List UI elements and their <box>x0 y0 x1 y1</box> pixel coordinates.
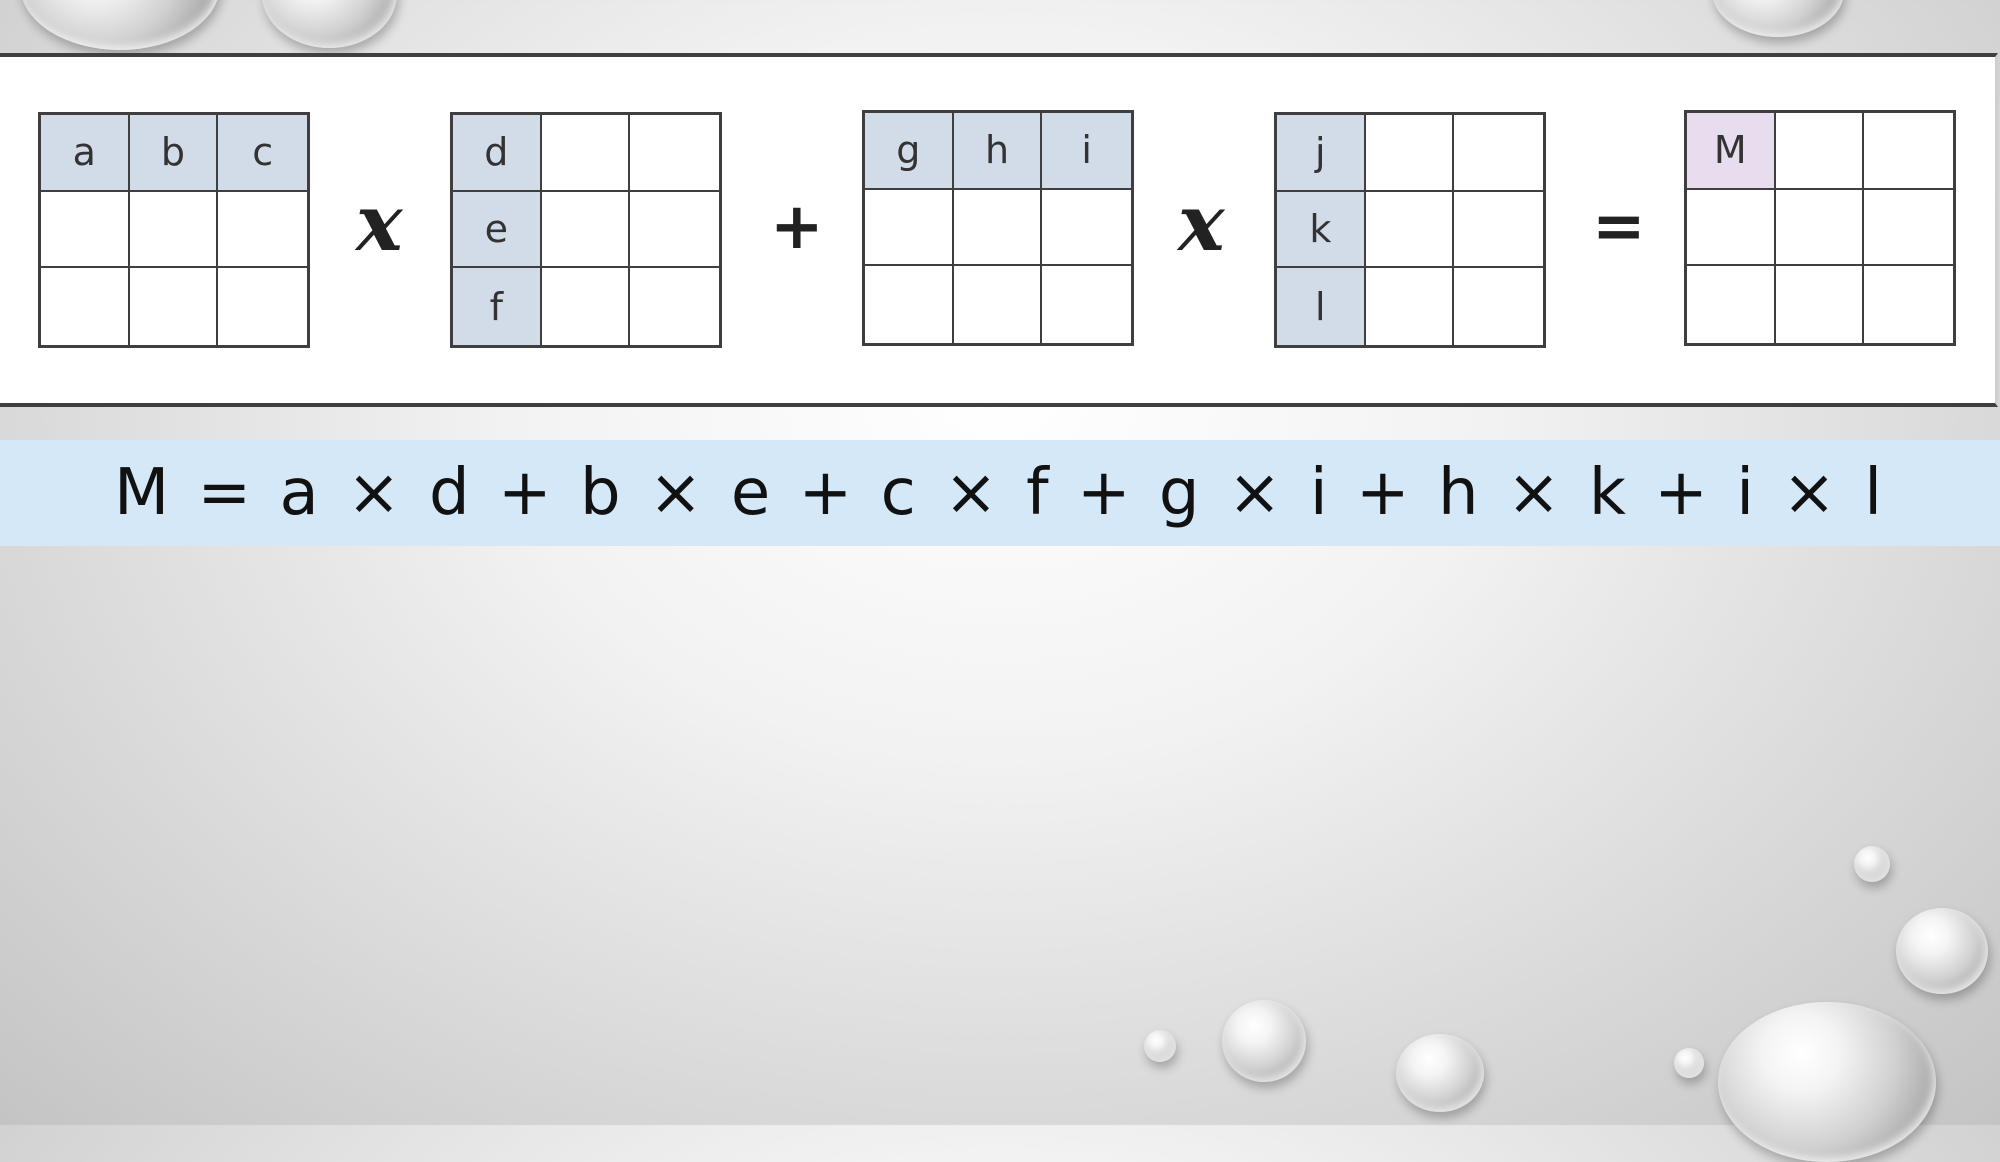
matrix-cell <box>1365 191 1455 269</box>
matrix-cell <box>1776 266 1865 343</box>
matrix-cell <box>41 191 130 269</box>
water-drop <box>1674 1048 1704 1078</box>
matrix-cell <box>1365 115 1455 192</box>
matrix-cell <box>1864 266 1953 343</box>
matrix-cell <box>1864 190 1953 267</box>
matrix-d: j k l <box>1274 112 1546 348</box>
water-drop <box>1896 908 1988 994</box>
matrix-cell <box>630 192 719 269</box>
matrix-cell <box>1042 190 1131 267</box>
matrix-cell <box>218 192 307 269</box>
matrix-cell <box>1454 115 1543 192</box>
matrix-cell <box>1454 192 1543 269</box>
matrix-b: d e f <box>450 112 722 348</box>
formula-band: M = a × d + b × e + c × f + g × i + h × … <box>0 440 2000 546</box>
water-drop <box>20 0 220 50</box>
matrix-cell <box>542 268 631 345</box>
matrix-cell <box>41 268 130 345</box>
matrix-cell: k <box>1277 191 1366 269</box>
matrix-cell <box>129 191 219 269</box>
plus-operator: + <box>770 190 824 264</box>
matrix-cell: f <box>453 268 542 345</box>
water-drop <box>1222 1000 1306 1082</box>
matrix-cell: e <box>453 191 542 269</box>
matrix-cell: h <box>953 113 1043 190</box>
water-drop <box>1396 1034 1484 1112</box>
multiply-operator: x <box>356 178 403 269</box>
matrix-cell <box>1775 189 1865 267</box>
matrix-cell: j <box>1277 115 1366 192</box>
matrix-cell <box>953 189 1043 267</box>
matrix-cell: b <box>129 115 219 192</box>
matrix-cell <box>1042 266 1131 343</box>
matrix-cell: a <box>41 115 130 192</box>
water-drop <box>1718 1002 1936 1162</box>
matrix-cell <box>218 268 307 345</box>
matrix-cell <box>1687 266 1776 343</box>
water-drop <box>1854 846 1890 882</box>
matrix-cell <box>1366 268 1455 345</box>
matrix-cell <box>1454 268 1543 345</box>
equals-operator: = <box>1592 190 1646 264</box>
matrix-cell: l <box>1277 268 1366 345</box>
matrix-cell <box>130 268 219 345</box>
matrix-a: a b c <box>38 112 310 348</box>
matrix-cell: M <box>1687 113 1776 190</box>
matrix-cell <box>1775 113 1865 190</box>
matrix-cell <box>630 268 719 345</box>
formula-text: M = a × d + b × e + c × f + g × i + h × … <box>113 456 1887 530</box>
matrix-cell <box>1687 189 1776 267</box>
matrix-cell <box>541 115 631 192</box>
matrix-cell: g <box>865 113 954 190</box>
matrix-c: g h i <box>862 110 1134 346</box>
matrix-result: M <box>1684 110 1956 346</box>
matrix-cell: c <box>218 115 307 192</box>
matrix-cell <box>954 266 1043 343</box>
matrix-cell <box>630 115 719 192</box>
multiply-operator: x <box>1178 178 1225 269</box>
water-drop <box>1712 0 1844 37</box>
matrix-cell: i <box>1042 113 1131 190</box>
matrix-cell: d <box>453 115 542 192</box>
matrix-cell <box>1864 113 1953 190</box>
matrix-cell <box>541 191 631 269</box>
matrix-cell <box>865 266 954 343</box>
water-drop <box>1144 1030 1176 1062</box>
water-drop <box>262 0 397 48</box>
matrix-cell <box>865 189 954 267</box>
